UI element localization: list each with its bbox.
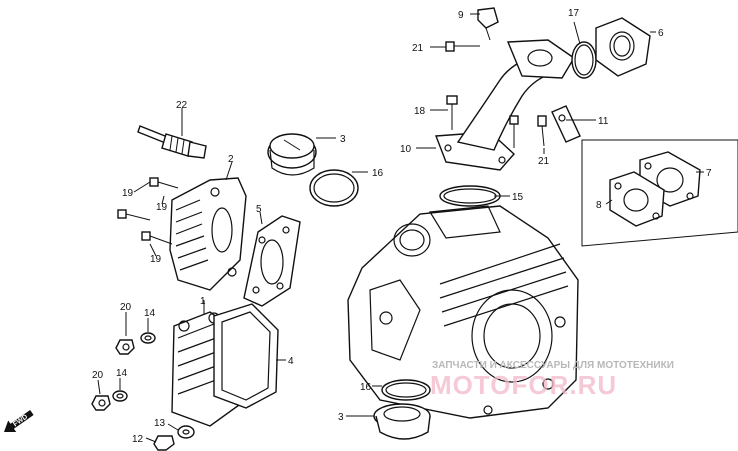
callout-4: 4 (288, 356, 294, 367)
clip-9 (477, 7, 499, 41)
o-ring-17 (571, 41, 597, 79)
callout-21-top: 21 (412, 43, 424, 54)
watermark-caption: ЗАПЧАСТИ И АКСЕССУАРЫ ДЛЯ МОТОТЕХНИКИ (432, 360, 674, 371)
callout-19-b: 19 (156, 202, 168, 213)
callout-19-a: 19 (122, 188, 134, 199)
callout-13: 13 (154, 418, 166, 429)
callout-16-top: 16 (372, 168, 384, 179)
bolt-19-top (149, 177, 179, 189)
callout-20-top: 20 (120, 302, 132, 313)
insulator-6 (595, 17, 651, 77)
washer-14-bottom (112, 390, 128, 402)
callout-3-top: 3 (340, 134, 346, 145)
gasket-8 (609, 171, 665, 227)
tappet-cap-top (267, 133, 317, 176)
callout-1: 1 (200, 296, 206, 307)
washer-13 (177, 425, 195, 439)
watermark-brand: MOTOFOR.RU (430, 370, 617, 400)
inset-box (581, 139, 738, 247)
callout-22: 22 (176, 100, 188, 111)
washer-14-top (140, 332, 156, 344)
callout-5: 5 (256, 204, 262, 215)
nut-12 (153, 435, 175, 451)
callout-15: 15 (512, 192, 524, 203)
callout-8: 8 (596, 200, 602, 211)
o-ring-bottom (381, 379, 431, 401)
callout-7: 7 (706, 168, 712, 179)
spark-plug (137, 112, 207, 159)
callout-6: 6 (658, 28, 664, 39)
clamp-11 (509, 105, 581, 148)
leader-lines (97, 13, 704, 443)
callout-20-bottom: 20 (92, 370, 104, 381)
callout-17: 17 (568, 8, 580, 19)
cover-gasket (243, 215, 301, 307)
head-cover (169, 177, 247, 291)
cylinder-head (347, 205, 579, 419)
nut-20-bottom (91, 395, 111, 411)
cylinder-gasket (213, 303, 279, 409)
o-ring-15 (439, 185, 501, 207)
tappet-cap-bottom (373, 403, 431, 440)
fwd-arrow-icon: FWD (4, 410, 34, 432)
bolt-21-lower (537, 115, 547, 147)
callout-19-c: 19 (150, 254, 162, 265)
callout-16-bottom: 16 (360, 382, 372, 393)
bolt-18 (446, 95, 458, 130)
callout-2: 2 (228, 154, 234, 165)
callout-11: 11 (598, 116, 609, 127)
intake-pipe (435, 39, 575, 171)
callout-3-bottom: 3 (338, 412, 344, 423)
callout-14-bottom: 14 (116, 368, 128, 379)
callout-18: 18 (414, 106, 426, 117)
bolt-19-mid (117, 209, 151, 221)
fwd-label: FWD (12, 414, 29, 429)
callout-14-top: 14 (144, 308, 156, 319)
bolt-21-top (445, 41, 480, 52)
callout-21-lower: 21 (538, 156, 550, 167)
callout-9: 9 (458, 10, 464, 21)
o-ring-top (309, 169, 359, 207)
bolt-19-low (141, 231, 173, 245)
callout-12: 12 (132, 434, 144, 445)
callout-10: 10 (400, 144, 412, 155)
nut-20-top (115, 339, 135, 355)
